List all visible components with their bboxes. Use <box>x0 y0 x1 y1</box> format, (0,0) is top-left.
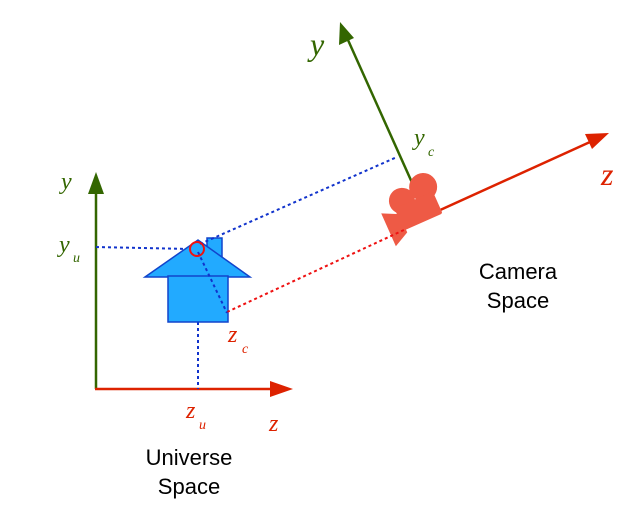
point-marker-icon <box>189 241 205 257</box>
camera-y-axis-arrowhead <box>339 22 354 45</box>
yc-projection-line <box>199 156 398 245</box>
camera-z-axis-arrowhead <box>585 133 609 149</box>
camera-z-axis-label: z <box>600 156 614 192</box>
zc-label-sub: c <box>242 342 249 357</box>
universe-axes <box>88 172 293 397</box>
zc-label-main: z <box>227 322 238 348</box>
camera-axes <box>339 22 609 218</box>
zu-label: z u <box>185 398 206 433</box>
camera-caption-line1: Camera <box>479 259 558 284</box>
house-icon <box>142 237 253 323</box>
yc-label-sub: c <box>428 145 435 160</box>
camera-caption-line2: Space <box>487 288 549 313</box>
zu-label-main: z <box>185 398 196 424</box>
zc-foot-line <box>197 251 228 314</box>
universe-caption-line2: Space <box>158 474 220 499</box>
zc-projection-line <box>226 228 407 313</box>
yu-label-sub: u <box>73 251 80 266</box>
yc-label: y c <box>412 125 435 160</box>
universe-z-axis-arrowhead <box>270 381 293 397</box>
yu-label-main: y <box>57 232 70 258</box>
yu-projection-line <box>95 246 191 250</box>
universe-caption-line1: Universe <box>146 445 233 470</box>
house-roof <box>142 239 253 278</box>
camera-z-axis <box>426 140 591 218</box>
yu-label: y u <box>57 232 80 266</box>
camera-y-axis-label: y <box>307 26 325 62</box>
movie-camera-icon <box>381 172 442 247</box>
universe-y-axis-arrowhead <box>88 172 104 194</box>
universe-y-axis-label: y <box>59 169 72 195</box>
universe-z-axis-label: z <box>268 411 279 437</box>
house-body <box>167 275 229 323</box>
zc-label: z c <box>227 322 249 357</box>
zu-label-sub: u <box>199 418 206 433</box>
yc-label-main: y <box>412 125 425 151</box>
camera-projections <box>197 156 407 314</box>
